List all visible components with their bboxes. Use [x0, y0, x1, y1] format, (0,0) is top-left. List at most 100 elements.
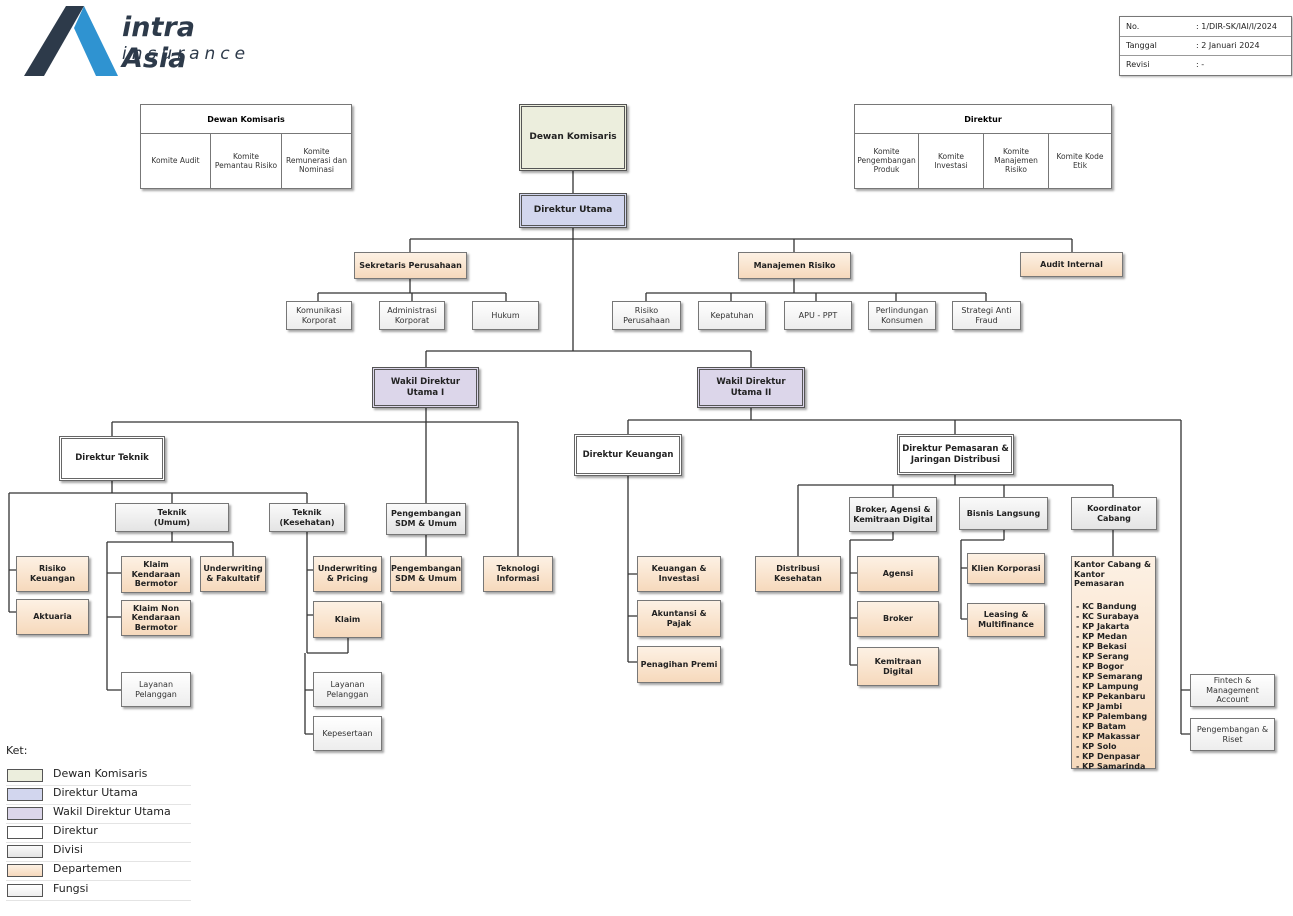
committee-dewan-komisaris: Dewan Komisaris Komite Audit Komite Pema…	[140, 104, 352, 189]
klaim-kendaraan-bermotor-box: Klaim Kendaraan Bermotor	[121, 556, 191, 593]
legend-row: Divisi	[6, 842, 191, 862]
underwriting-pricing-box: Underwriting & Pricing	[313, 556, 382, 592]
list-item: - KP Solo	[1076, 741, 1117, 751]
list-item: - KP Denpasar	[1076, 751, 1140, 761]
legend-label: Departemen	[53, 862, 123, 875]
logo-brand-text: intra Asia	[122, 12, 195, 74]
logo-sub-text: insurance	[122, 44, 251, 64]
committee-item: Komite Investasi	[919, 133, 984, 188]
bisnis-langsung-box: Bisnis Langsung	[959, 497, 1048, 530]
underwriting-fakultatif-box: Underwriting & Fakultatif	[200, 556, 266, 592]
list-item: - KP Semarang	[1076, 671, 1143, 681]
legend-swatch	[7, 845, 43, 858]
komunikasi-korporat-box: Komunikasi Korporat	[286, 301, 352, 330]
list-item: - KP Jambi	[1076, 701, 1123, 711]
kemitraan-digital-box: Kemitraan Digital	[857, 647, 939, 686]
doc-info-row: No.: 1/DIR-SK/IAI/I/2024	[1120, 17, 1291, 37]
legend-swatch	[7, 788, 43, 801]
audit-internal-box: Audit Internal	[1020, 252, 1123, 277]
legend-row: Departemen	[6, 861, 191, 881]
legend-swatch	[7, 864, 43, 877]
legend-label: Direktur Utama	[53, 786, 138, 799]
pengembangan-sdm-divisi-box: Pengembangan SDM & Umum	[386, 503, 466, 535]
doc-info-row: Tanggal: 2 Januari 2024	[1120, 36, 1291, 56]
broker-box: Broker	[857, 601, 939, 637]
document-info-table: No.: 1/DIR-SK/IAI/I/2024 Tanggal: 2 Janu…	[1119, 16, 1292, 76]
wakil-direktur-utama-2-box: Wakil Direktur Utama II	[697, 367, 805, 408]
layanan-pelanggan-umum-box: Layanan Pelanggan	[121, 672, 191, 707]
legend-row: Fungsi	[6, 881, 191, 901]
klien-korporasi-box: Klien Korporasi	[967, 553, 1045, 584]
list-item: - KP Pekanbaru	[1076, 691, 1146, 701]
list-item: - KP Bekasi	[1076, 641, 1127, 651]
fintech-management-box: Fintech & Management Account	[1190, 674, 1275, 707]
committee-title: Dewan Komisaris	[141, 105, 351, 134]
legend-swatch	[7, 884, 43, 897]
risiko-perusahaan-box: Risiko Perusahaan	[612, 301, 681, 330]
committee-item: Komite Remunerasi dan Nominasi	[285, 147, 348, 174]
teknologi-informasi-box: Teknologi Informasi	[483, 556, 553, 592]
legend-row: Direktur	[6, 823, 191, 843]
klaim-non-kendaraan-box: Klaim Non Kendaraan Bermotor	[121, 600, 191, 636]
legend-label: Fungsi	[53, 882, 89, 895]
direktur-pemasaran-box: Direktur Pemasaran & Jaringan Distribusi	[897, 434, 1014, 475]
legend-label: Divisi	[53, 843, 83, 856]
direktur-teknik-box: Direktur Teknik	[59, 436, 165, 481]
legend: Ket: Dewan Komisaris Direktur Utama Waki…	[6, 742, 196, 907]
legend-swatch	[7, 807, 43, 820]
legend-row: Dewan Komisaris	[6, 766, 191, 786]
klaim-box: Klaim	[313, 601, 382, 638]
list-item: - KC Surabaya	[1076, 611, 1139, 621]
kantor-cabang-title: Kantor Cabang & Kantor Pemasaran	[1074, 560, 1151, 589]
committee-item: Komite Kode Etik	[1056, 151, 1104, 170]
koordinator-cabang-box: Koordinator Cabang	[1071, 497, 1157, 530]
list-item: - KP Lampung	[1076, 681, 1139, 691]
manajemen-risiko-box: Manajemen Risiko	[738, 252, 851, 279]
direktur-utama-box: Direktur Utama	[519, 193, 627, 228]
agensi-box: Agensi	[857, 556, 939, 592]
perlindungan-konsumen-box: Perlindungan Konsumen	[868, 301, 936, 330]
committee-item: Komite Pemantau Risiko	[211, 133, 282, 188]
direktur-keuangan-box: Direktur Keuangan	[574, 434, 682, 476]
legend-title: Ket:	[6, 744, 28, 757]
logo-mark-icon	[24, 6, 118, 76]
list-item: - KP Medan	[1076, 631, 1128, 641]
pengembangan-sdm-departemen-box: Pengembangan SDM & Umum	[390, 556, 462, 592]
legend-swatch	[7, 826, 43, 839]
penagihan-premi-box: Penagihan Premi	[637, 646, 721, 683]
list-item: - KP Bogor	[1076, 661, 1124, 671]
list-item: - KP Batam	[1076, 721, 1127, 731]
list-item: - KP Jakarta	[1076, 621, 1130, 631]
list-item: - KP Serang	[1076, 651, 1129, 661]
administrasi-korporat-box: Administrasi Korporat	[379, 301, 445, 330]
wakil-direktur-utama-1-box: Wakil Direktur Utama I	[372, 367, 479, 408]
broker-agensi-kemitraan-box: Broker, Agensi & Kemitraan Digital	[849, 497, 937, 532]
committee-item: Komite Manajemen Risiko	[984, 133, 1049, 188]
legend-label: Wakil Direktur Utama	[53, 805, 171, 818]
legend-swatch	[7, 769, 43, 782]
list-item: - KC Bandung	[1076, 601, 1137, 611]
list-item: - KP Makassar	[1076, 731, 1140, 741]
doc-info-row: Revisi: -	[1126, 60, 1205, 69]
kepatuhan-box: Kepatuhan	[698, 301, 766, 330]
company-logo: intra Asia insurance	[22, 6, 262, 78]
keuangan-investasi-box: Keuangan & Investasi	[637, 556, 721, 592]
committee-title: Direktur	[855, 105, 1111, 134]
apu-ppt-box: APU - PPT	[784, 301, 852, 330]
leasing-multifinance-box: Leasing & Multifinance	[967, 603, 1045, 637]
legend-label: Dewan Komisaris	[53, 767, 148, 780]
list-item: - KP Palembang	[1076, 711, 1148, 721]
akuntansi-pajak-box: Akuntansi & Pajak	[637, 600, 721, 637]
teknik-kesehatan-box: Teknik (Kesehatan)	[269, 503, 345, 532]
legend-row: Direktur Utama	[6, 785, 191, 805]
committee-item: Komite Audit	[141, 133, 211, 188]
distribusi-kesehatan-box: Distribusi Kesehatan	[755, 556, 841, 592]
strategi-anti-fraud-box: Strategi Anti Fraud	[952, 301, 1021, 330]
legend-row: Wakil Direktur Utama	[6, 804, 191, 824]
sekretaris-perusahaan-box: Sekretaris Perusahaan	[354, 252, 467, 279]
kepesertaan-box: Kepesertaan	[313, 716, 382, 751]
aktuaria-box: Aktuaria	[16, 599, 89, 635]
hukum-box: Hukum	[472, 301, 539, 330]
legend-label: Direktur	[53, 824, 98, 837]
